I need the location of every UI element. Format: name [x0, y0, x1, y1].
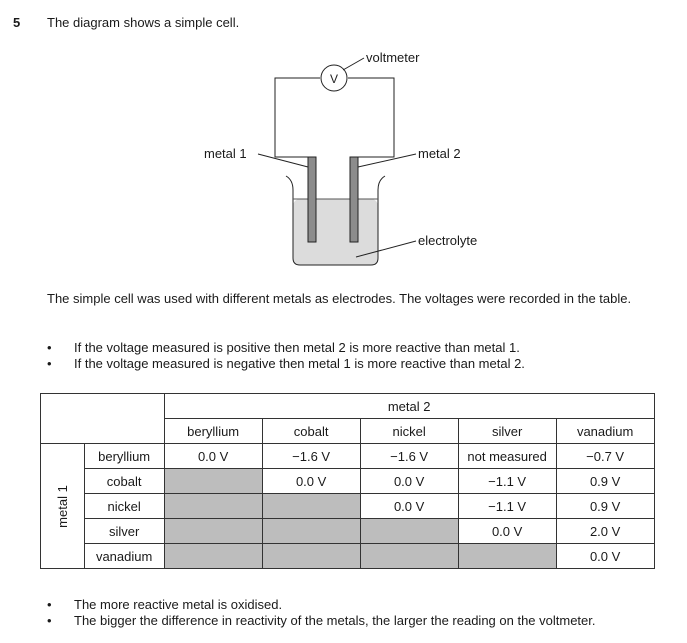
note-item: The bigger the difference in reactivity …: [47, 613, 596, 629]
shaded-cell: [457, 543, 557, 569]
column-header-row: beryllium cobalt nickel silver vanadium: [41, 418, 655, 444]
table-cell: 0.0 V: [359, 493, 459, 519]
column-header: silver: [457, 418, 557, 444]
column-group-header: metal 2: [163, 393, 655, 419]
column-header: vanadium: [555, 418, 655, 444]
wire-right: [348, 77, 395, 158]
leader-metal-2: [357, 153, 417, 168]
voltage-table: metal 2 beryllium cobalt nickel silver v…: [40, 393, 655, 569]
table-row: vanadium 0.0 V: [41, 543, 655, 569]
label-voltmeter: voltmeter: [366, 50, 420, 65]
row-header: nickel: [83, 493, 165, 519]
rules-list: If the voltage measured is positive then…: [47, 340, 525, 372]
note-item: The more reactive metal is oxidised.: [47, 597, 596, 613]
row-header: vanadium: [83, 543, 165, 569]
column-header: cobalt: [261, 418, 361, 444]
question-intro: The diagram shows a simple cell.: [47, 15, 240, 30]
table-row: nickel 0.0 V −1.1 V 0.9 V: [41, 493, 655, 519]
table-corner: [40, 393, 165, 444]
rule-item: If the voltage measured is positive then…: [47, 340, 525, 356]
shaded-cell: [261, 518, 361, 544]
row-group-header: metal 1: [40, 443, 85, 569]
table-cell: 0.9 V: [555, 468, 655, 494]
label-metal-2: metal 2: [418, 146, 461, 161]
shaded-cell: [163, 468, 263, 494]
wire-left: [274, 77, 320, 158]
voltmeter-symbol: [320, 64, 348, 92]
rule-item: If the voltage measured is negative then…: [47, 356, 525, 372]
row-header: silver: [83, 518, 165, 544]
table-cell: −0.7 V: [555, 443, 655, 469]
table-row: silver 0.0 V 2.0 V: [41, 518, 655, 544]
electrode-metal-1: [307, 156, 317, 243]
label-metal-1: metal 1: [204, 146, 247, 161]
row-group-label: metal 1: [54, 484, 70, 528]
table-cell: 0.0 V: [359, 468, 459, 494]
table-cell: 0.0 V: [261, 468, 361, 494]
shaded-cell: [163, 543, 263, 569]
leader-electrolyte: [355, 240, 417, 258]
shaded-cell: [261, 543, 361, 569]
electrolyte-liquid: [293, 199, 378, 265]
table-cell: 0.0 V: [457, 518, 557, 544]
beaker: [285, 175, 386, 266]
table-row: cobalt 0.0 V 0.0 V −1.1 V 0.9 V: [41, 468, 655, 494]
column-header: beryllium: [163, 418, 263, 444]
notes-list: The more reactive metal is oxidised. The…: [47, 597, 596, 629]
shaded-cell: [163, 493, 263, 519]
table-cell: −1.1 V: [457, 468, 557, 494]
table-cell: 0.0 V: [555, 543, 655, 569]
table-cell: 0.9 V: [555, 493, 655, 519]
shaded-cell: [163, 518, 263, 544]
electrode-metal-2: [349, 156, 359, 243]
table-cell: 2.0 V: [555, 518, 655, 544]
question-number: 5: [13, 15, 21, 30]
simple-cell-diagram: V voltmeter metal 1 metal 2 electrolyte: [204, 50, 477, 266]
table-cell: not measured: [457, 443, 557, 469]
leader-metal-1: [257, 153, 309, 168]
leader-voltmeter: [342, 57, 365, 71]
table-row: metal 1 beryllium 0.0 V −1.6 V −1.6 V no…: [40, 443, 655, 569]
table-cell: −1.6 V: [261, 443, 361, 469]
shaded-cell: [261, 493, 361, 519]
label-electrolyte: electrolyte: [418, 233, 477, 248]
column-header: nickel: [359, 418, 459, 444]
voltmeter-letter: V: [330, 72, 338, 86]
table-cell: 0.0 V: [163, 443, 263, 469]
table-cell: −1.1 V: [457, 493, 557, 519]
row-header: beryllium: [83, 443, 165, 469]
row-header: cobalt: [83, 468, 165, 494]
method-paragraph: The simple cell was used with different …: [47, 291, 632, 306]
shaded-cell: [359, 518, 459, 544]
shaded-cell: [359, 543, 459, 569]
table-cell: −1.6 V: [359, 443, 459, 469]
